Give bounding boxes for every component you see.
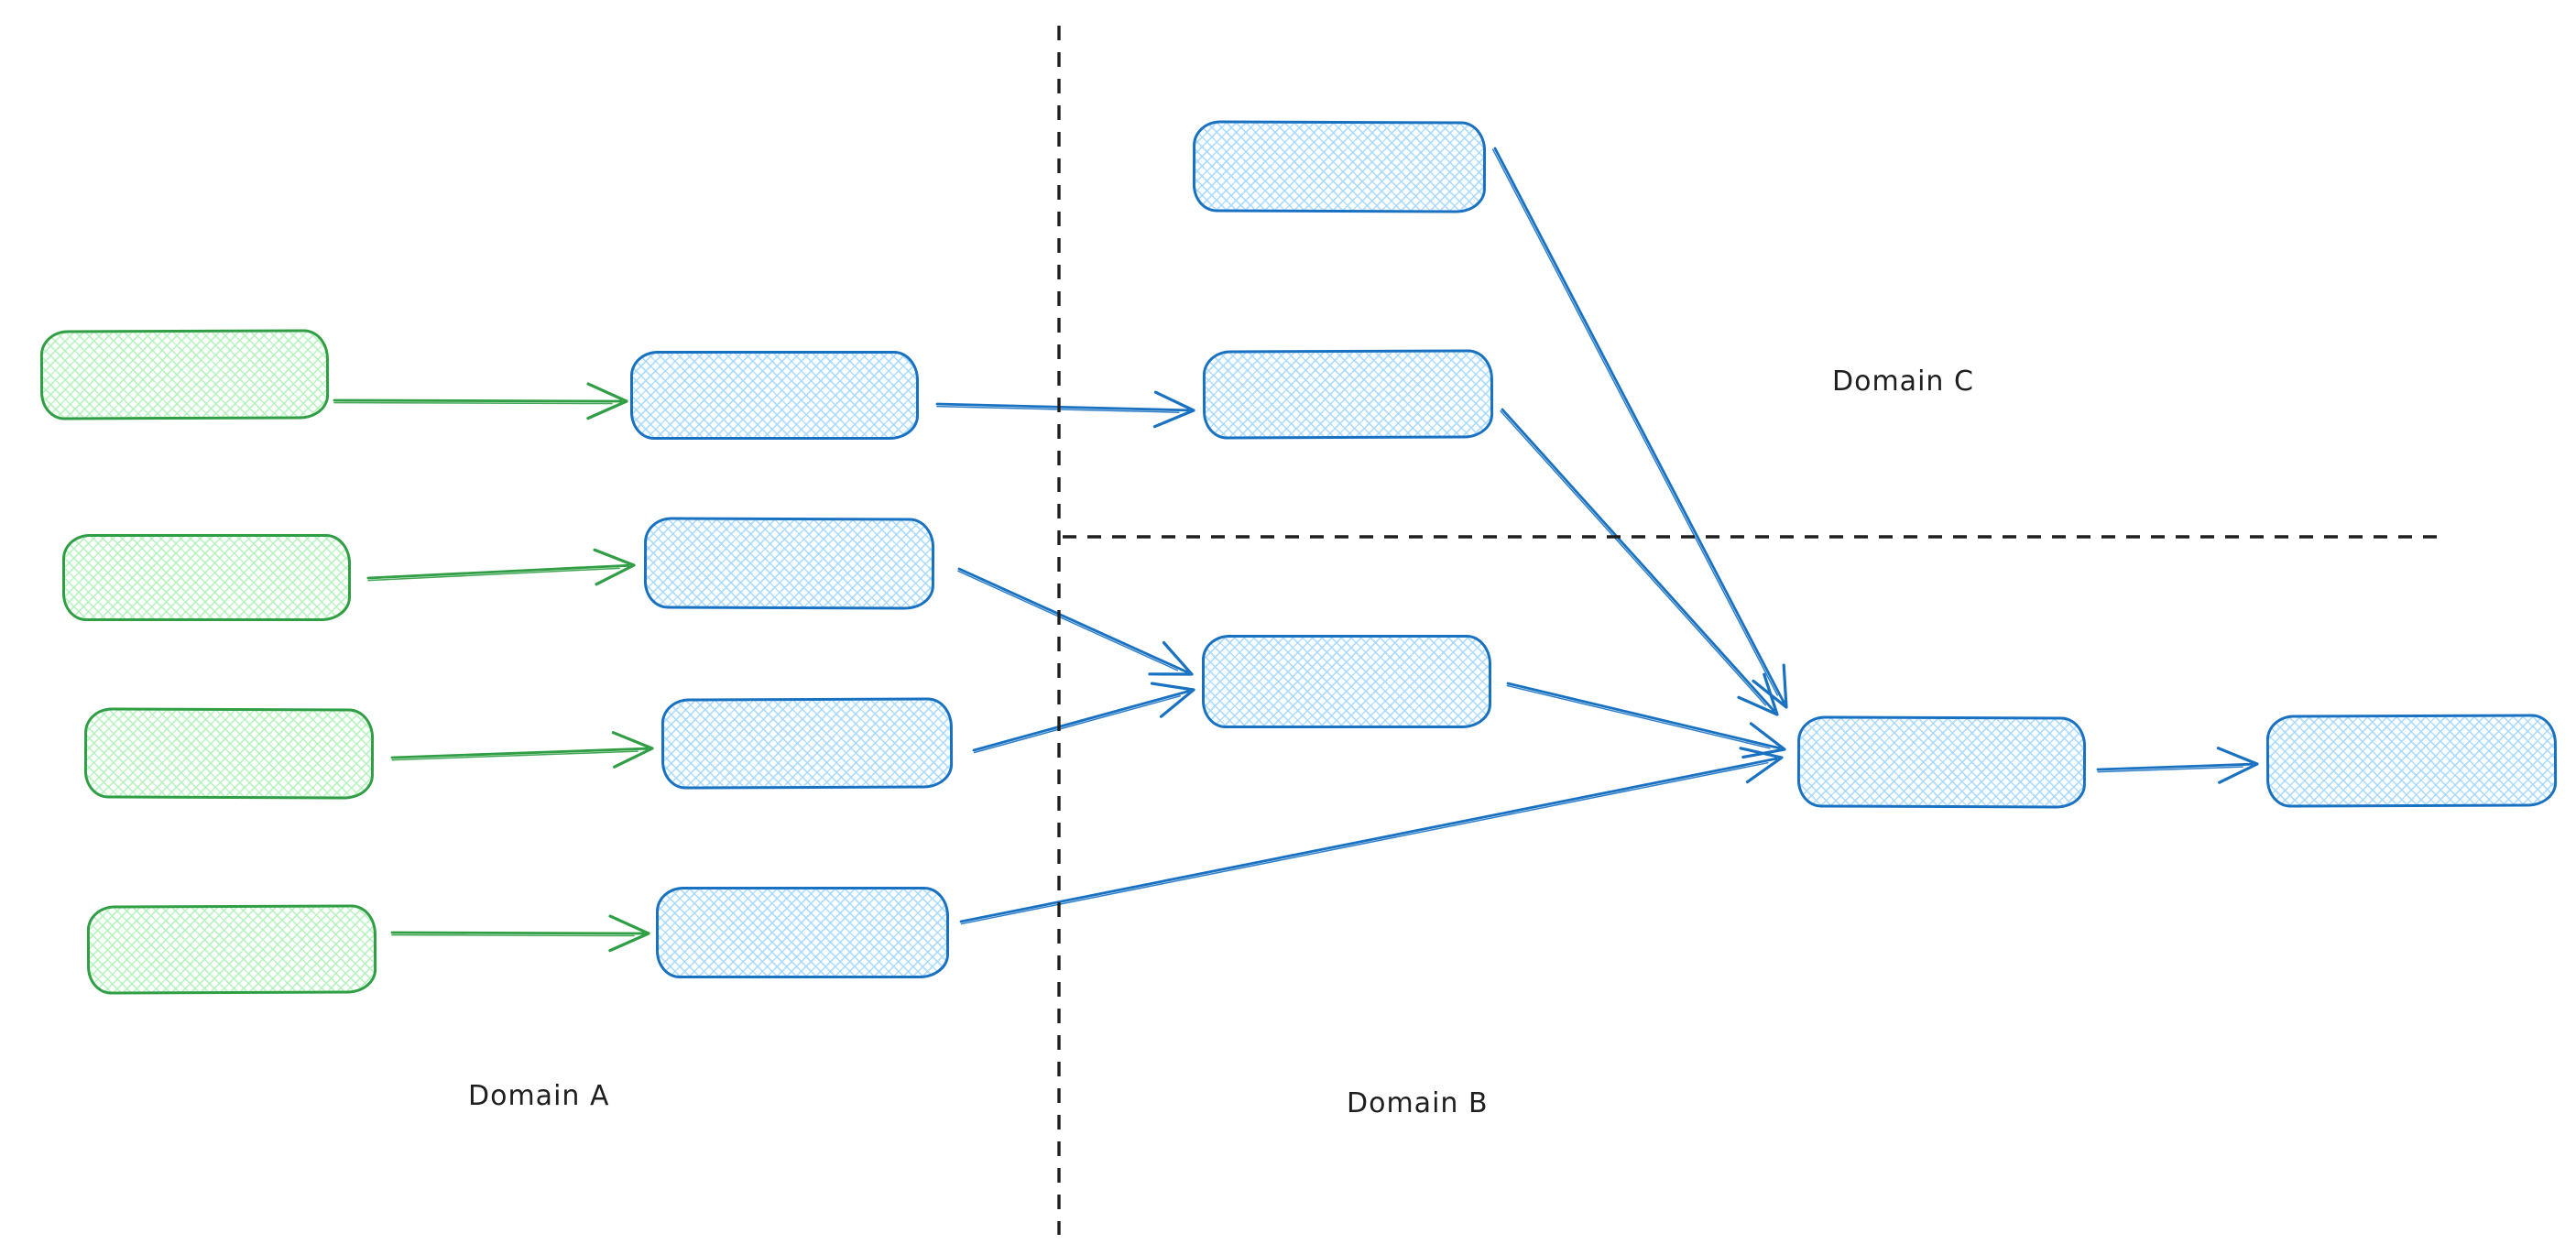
label-domain-b[interactable]: Domain B — [1347, 1087, 1489, 1119]
node-green-1[interactable] — [39, 329, 330, 420]
arrow-10[interactable] — [1506, 682, 1786, 759]
node-blue-b1[interactable] — [1202, 635, 1491, 728]
arrow-8[interactable] — [1491, 147, 1788, 709]
node-blue-a4[interactable] — [656, 887, 949, 978]
arrow-9[interactable] — [1500, 408, 1779, 716]
node-blue-b3[interactable] — [2265, 714, 2558, 808]
node-blue-a3[interactable] — [660, 697, 954, 790]
label-domain-c[interactable]: Domain C — [1832, 366, 1974, 398]
arrow-4[interactable] — [390, 914, 650, 953]
node-blue-c1[interactable] — [1192, 120, 1487, 213]
arrow-5[interactable] — [935, 390, 1195, 429]
arrow-2[interactable] — [366, 548, 636, 586]
node-green-3[interactable] — [83, 707, 375, 800]
arrow-1[interactable] — [333, 382, 628, 420]
node-green-2[interactable] — [62, 534, 351, 621]
label-domain-a[interactable]: Domain A — [468, 1080, 610, 1112]
arrow-12[interactable] — [2096, 747, 2259, 784]
node-blue-a2[interactable] — [643, 517, 935, 610]
node-blue-b2[interactable] — [1796, 715, 2087, 809]
arrow-7[interactable] — [972, 682, 1195, 754]
arrow-11[interactable] — [959, 747, 1784, 925]
node-blue-a1[interactable] — [630, 351, 919, 440]
arrow-3[interactable] — [390, 731, 654, 769]
node-blue-c2[interactable] — [1202, 349, 1494, 440]
node-green-4[interactable] — [86, 904, 377, 995]
arrow-6[interactable] — [957, 567, 1194, 676]
